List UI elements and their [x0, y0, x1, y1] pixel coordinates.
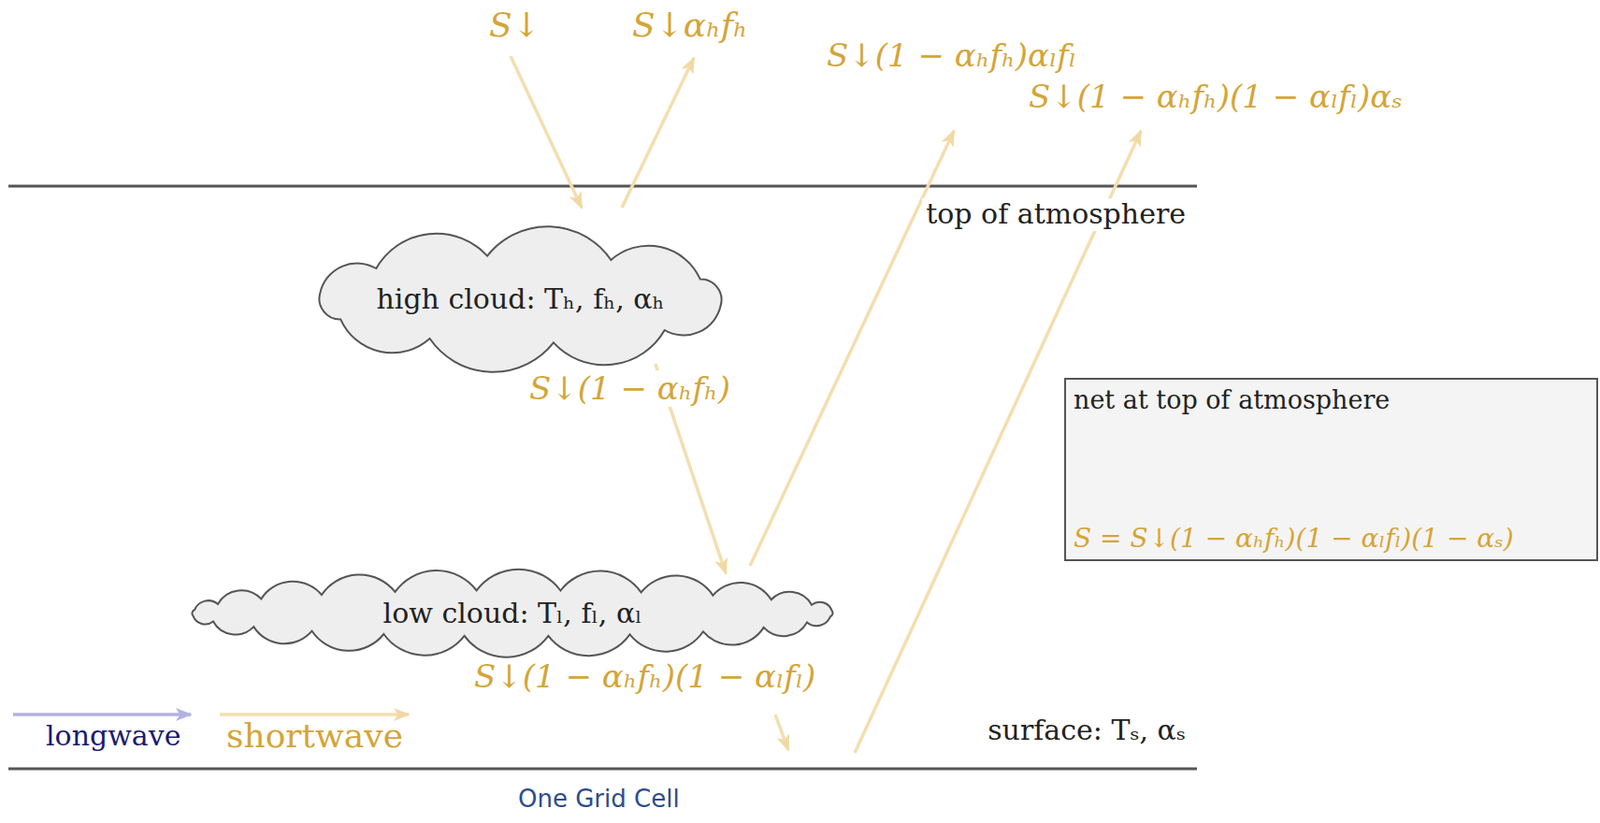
level-label: surface: Tₛ, αₛ — [983, 714, 1190, 748]
box-heading: net at top of atmosphere — [1073, 385, 1390, 415]
cloud-label: low cloud: Tₗ, fₗ, αₗ — [383, 597, 643, 631]
flux-label: S↓ — [489, 5, 541, 44]
flux-label: S↓(1 − αₕfₕ)(1 − αₗfₗ) — [474, 658, 816, 695]
flux-label: S↓(1 − αₕfₕ) — [526, 370, 734, 407]
cloud-shape: high cloud: Tₕ, fₕ, αₕ — [295, 232, 746, 366]
flux-label: S↓αₕfₕ — [632, 5, 749, 44]
cloud-outline — [318, 226, 721, 372]
flux-label: S↓(1 − αₕfₕ)(1 − αₗfₗ)αₛ — [1028, 78, 1403, 116]
top-of-atmosphere-line — [8, 185, 1197, 188]
formula: S = S↓(1 − αₕfₕ)(1 − αₗfₗ)(1 − αₛ) — [1073, 523, 1514, 554]
summary-box: net at top of atmosphere S = S↓(1 − αₕfₕ)… — [1064, 377, 1599, 562]
surface-line — [8, 767, 1197, 771]
cloud-shape: low cloud: Tₗ, fₗ, αₗ — [175, 575, 850, 651]
legend-sample — [219, 712, 409, 717]
flux-label: S↓(1 − αₕfₕ)αₗfₗ — [826, 37, 1077, 74]
shortwave-arrow — [749, 130, 954, 566]
cloud-outline — [191, 569, 833, 658]
legend-label: longwave — [45, 720, 181, 753]
legend-sample — [13, 712, 191, 717]
cloud-label: high cloud: Tₕ, fₕ, αₕ — [375, 283, 664, 317]
shortwave-arrow — [775, 714, 789, 750]
legend-label: shortwave — [226, 716, 404, 755]
shortwave-arrow — [510, 56, 582, 208]
level-label: top of atmosphere — [922, 198, 1190, 231]
caption-label: One Grid Cell — [518, 785, 680, 814]
shortwave-arrow — [621, 57, 694, 208]
